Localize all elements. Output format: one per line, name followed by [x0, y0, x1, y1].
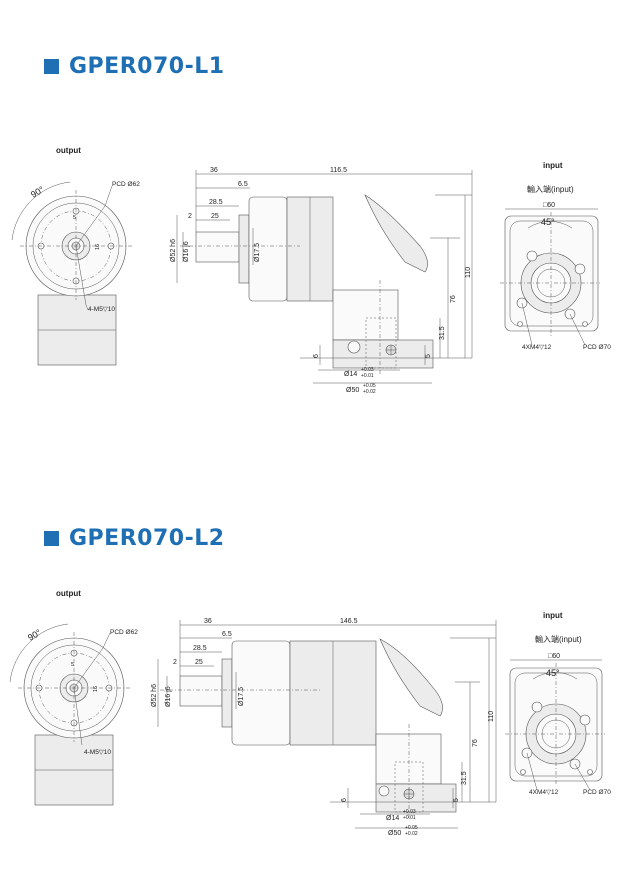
square-bullet-icon: [44, 59, 59, 74]
bolt-label: 4-M5▽10: [84, 749, 111, 756]
dim-6-5: 6.5: [222, 631, 232, 638]
output-label: output: [56, 589, 81, 598]
tol-14-lower: +0.01: [361, 373, 374, 379]
input-flange-view: [505, 659, 605, 791]
input-square: □60: [548, 653, 560, 660]
dim-6: 6: [313, 354, 320, 358]
input-pcd: PCD Ø70: [583, 344, 611, 351]
dim-36: 36: [210, 167, 218, 174]
input-square: □60: [543, 202, 555, 209]
dim-16: 16: [93, 686, 99, 692]
dim-110: 110: [465, 267, 472, 278]
dim-76: 76: [450, 295, 457, 303]
dim-dia-14: Ø14: [344, 371, 357, 378]
side-view: [160, 638, 457, 820]
input-bolt: 4XM4▽12: [522, 344, 552, 351]
dim-76: 76: [472, 739, 479, 747]
output-label: output: [56, 146, 81, 155]
dim-dia-50: Ø50: [388, 830, 401, 837]
dim-dia-17-5: Ø17.5: [238, 687, 245, 706]
input-flange-view: [500, 208, 600, 346]
tol-50-upper: +0.05: [405, 825, 418, 831]
dim-dia-52: Ø52 h6: [170, 239, 177, 262]
output-front-view: [11, 181, 132, 366]
dim-dia-50: Ø50: [346, 387, 359, 394]
section-title-l2: GPER070-L2: [44, 526, 225, 551]
dim-6: 6: [341, 798, 348, 802]
dim-110: 110: [488, 711, 495, 722]
dim-2: 2: [188, 213, 192, 220]
angle-label: 90°: [26, 627, 43, 643]
tol-14-upper: +0.03: [403, 809, 416, 815]
input-bolt: 4XM4▽12: [529, 789, 559, 796]
tol-50-upper: +0.05: [363, 383, 376, 389]
dim-2: 2: [173, 659, 177, 666]
input-label: input: [543, 161, 563, 170]
output-shaft: [195, 231, 240, 263]
dim-6-5: 6.5: [238, 181, 248, 188]
model-title: GPER070-L1: [69, 54, 225, 79]
dim-36: 36: [204, 618, 212, 625]
dim-31-5: 31.5: [461, 771, 468, 785]
input-sublabel: 輸入端(input): [527, 185, 574, 194]
input-angle: 45°: [546, 668, 560, 678]
dim-5: 5: [425, 354, 432, 358]
section-title-l1: GPER070-L1: [44, 54, 225, 79]
input-angle: 45°: [541, 217, 555, 227]
dim-25: 25: [195, 659, 203, 666]
pcd-label: PCD Ø62: [112, 181, 140, 188]
dim-5: 5: [453, 798, 460, 802]
tol-50-lower: +0.02: [363, 389, 376, 395]
dim-dia-17-5: Ø17.5: [254, 243, 261, 262]
dim-dia-52: Ø52 h6: [151, 684, 158, 707]
input-label: input: [543, 611, 563, 620]
dim-16: 16: [95, 244, 101, 250]
square-bullet-icon: [44, 531, 59, 546]
pcd-label: PCD Ø62: [110, 629, 138, 636]
tol-14-upper: +0.03: [361, 367, 374, 373]
dim-dia-16: Ø16 j6: [165, 686, 172, 707]
input-pcd: PCD Ø70: [583, 789, 611, 796]
dim-total-length: 146.5: [340, 618, 358, 625]
dim-dia-16: Ø16 j6: [183, 241, 190, 262]
model-title: GPER070-L2: [69, 526, 225, 551]
dim-dia-14: Ø14: [386, 815, 399, 822]
dim-total-length: 116.5: [330, 167, 347, 174]
tol-50-lower: +0.02: [405, 831, 418, 837]
dim-25: 25: [211, 213, 219, 220]
output-front-view: [9, 623, 130, 806]
side-view: [180, 194, 434, 375]
dim-28-5: 28.5: [193, 645, 207, 652]
dim-31-5: 31.5: [439, 326, 446, 340]
bolt-label: 4-M5▽10: [88, 306, 115, 313]
dim-5: 5: [73, 215, 76, 221]
dim-5: 5: [71, 662, 74, 668]
tol-14-lower: +0.01: [403, 815, 416, 821]
input-sublabel: 輸入端(input): [535, 635, 582, 644]
dim-28-5: 28.5: [209, 199, 223, 206]
